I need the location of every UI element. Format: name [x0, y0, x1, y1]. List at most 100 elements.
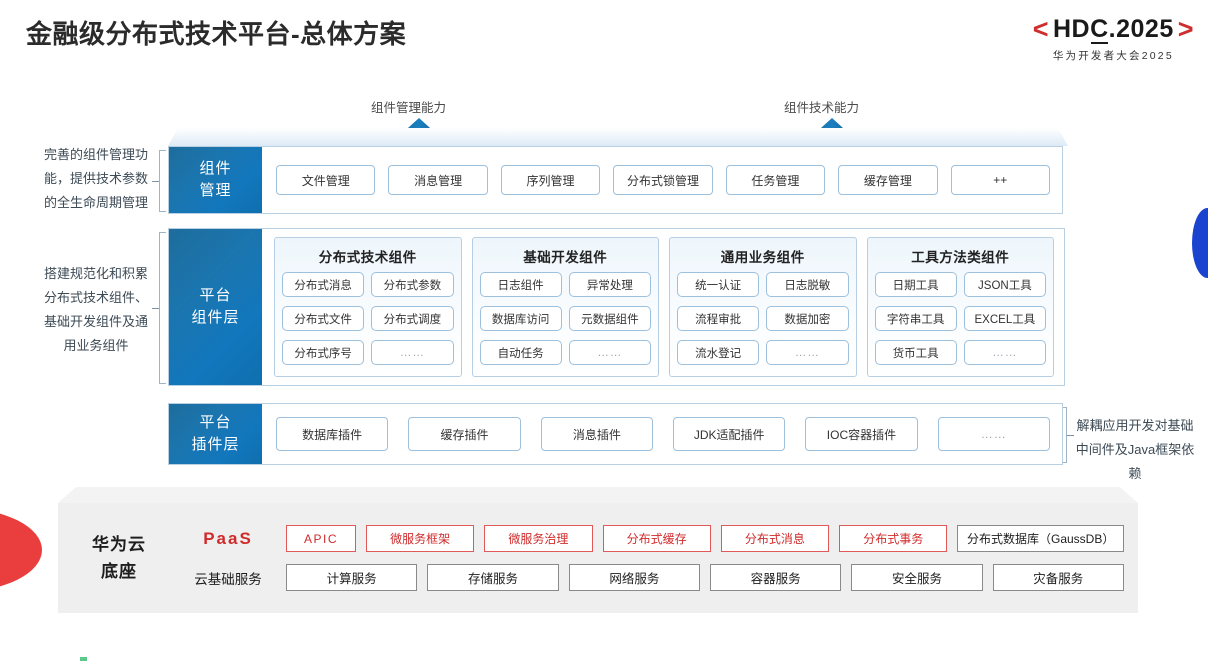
chip-add-more[interactable]: ++ [950, 165, 1050, 195]
hdc-logo-text: HDC.2025 [1052, 15, 1174, 44]
chip-unified-auth[interactable]: 统一认证 [677, 272, 760, 297]
hdc-logo-subtitle: 华为开发者大会2025 [1052, 50, 1174, 62]
chip-container-service[interactable]: 容器服务 [709, 564, 842, 591]
layer-body-component-management: 文件管理 消息管理 序列管理 分布式锁管理 任务管理 缓存管理 ++ [262, 147, 1062, 213]
chip-more-common-business[interactable]: …… [766, 340, 849, 365]
chip-distributed-message[interactable]: 分布式消息 [282, 272, 365, 297]
chip-jdk-adapter-plugin[interactable]: JDK适配插件 [672, 417, 786, 451]
bracket-left-bottom [152, 232, 166, 384]
red-fan-decoration-icon [0, 508, 42, 592]
chip-auto-task[interactable]: 自动任务 [479, 340, 562, 365]
chip-process-approval[interactable]: 流程审批 [677, 306, 760, 331]
chip-microservice-governance[interactable]: 微服务治理 [484, 525, 593, 552]
chip-task-management[interactable]: 任务管理 [725, 165, 826, 195]
chip-date-util[interactable]: 日期工具 [874, 272, 957, 297]
chip-cache-plugin[interactable]: 缓存插件 [408, 417, 521, 451]
chip-data-encryption[interactable]: 数据加密 [766, 306, 849, 331]
chip-distributed-transaction[interactable]: 分布式事务 [839, 525, 948, 552]
group-grid-distributed-tech: 分布式消息 分布式参数 分布式文件 分布式调度 分布式序号 …… [282, 272, 454, 369]
stage-strip [168, 128, 1068, 146]
chip-distributed-message-paas[interactable]: 分布式消息 [720, 525, 830, 552]
chip-distributed-sequence[interactable]: 分布式序号 [282, 340, 365, 365]
layer-tab-component-management: 组件 管理 [169, 147, 262, 213]
chip-sequence-management[interactable]: 序列管理 [500, 165, 601, 195]
layer-component-management: 组件 管理 文件管理 消息管理 序列管理 分布式锁管理 任务管理 缓存管理 ++ [168, 146, 1063, 214]
group-grid-basic-development: 日志组件 异常处理 数据库访问 元数据组件 自动任务 …… [479, 272, 651, 369]
group-grid-common-business: 统一认证 日志脱敏 流程审批 数据加密 流水登记 …… [677, 272, 849, 369]
base-row-cloud: 云基础服务 计算服务 存储服务 网络服务 容器服务 安全服务 灾备服务 [180, 564, 1124, 591]
layer-tab-line1: 组件 [199, 160, 232, 178]
chip-json-util[interactable]: JSON工具 [963, 272, 1046, 297]
layer-tab-line2: 插件层 [191, 436, 240, 453]
group-basic-development: 基础开发组件 日志组件 异常处理 数据库访问 元数据组件 自动任务 …… [471, 237, 659, 377]
base-panel: 华为云 底座 PaaS APIC 微服务框架 微服务治理 分布式缓存 分布式消息… [58, 503, 1138, 613]
chip-excel-util[interactable]: EXCEL工具 [963, 306, 1046, 331]
hdc-logo: < HDC.2025 > 华为开发者大会2025 [1033, 16, 1194, 63]
chip-file-management[interactable]: 文件管理 [276, 165, 376, 195]
chip-exception-handling[interactable]: 异常处理 [568, 272, 651, 297]
chip-network-service[interactable]: 网络服务 [568, 564, 700, 591]
layer-tab-line1: 平台 [199, 287, 232, 305]
base-rows: PaaS APIC 微服务框架 微服务治理 分布式缓存 分布式消息 分布式事务 … [180, 503, 1125, 613]
group-common-business: 通用业务组件 统一认证 日志脱敏 流程审批 数据加密 流水登记 …… [669, 237, 857, 377]
chip-microservice-framework[interactable]: 微服务框架 [366, 525, 475, 552]
chip-more-plugins[interactable]: …… [937, 417, 1050, 451]
chip-ioc-container-plugin[interactable]: IOC容器插件 [805, 417, 918, 451]
chip-log-masking[interactable]: 日志脱敏 [766, 272, 849, 297]
chip-storage-service[interactable]: 存储服务 [427, 564, 559, 591]
chip-security-service[interactable]: 安全服务 [851, 564, 983, 591]
chip-distributed-param[interactable]: 分布式参数 [371, 272, 454, 297]
base-label-paas: PaaS [203, 528, 253, 548]
group-title-basic-development: 基础开发组件 [523, 250, 608, 265]
chip-currency-util[interactable]: 货币工具 [874, 340, 957, 365]
chip-apic[interactable]: APIC [286, 525, 356, 552]
chip-database-access[interactable]: 数据库访问 [479, 306, 562, 331]
arrow-label-left: 组件管理能力 [371, 101, 447, 115]
group-utility-methods: 工具方法类组件 日期工具 JSON工具 字符串工具 EXCEL工具 货币工具 …… [866, 237, 1054, 377]
chip-message-plugin[interactable]: 消息插件 [540, 417, 653, 451]
chip-string-util[interactable]: 字符串工具 [874, 306, 957, 331]
arrow-label-right: 组件技术能力 [784, 101, 860, 115]
layer-platform-plugin: 平台 插件层 数据库插件 缓存插件 消息插件 JDK适配插件 IOC容器插件 …… [168, 403, 1063, 465]
group-title-common-business: 通用业务组件 [720, 250, 805, 265]
base-title: 华为云 底座 [58, 503, 180, 613]
chip-compute-service[interactable]: 计算服务 [286, 564, 418, 591]
blue-lens-decoration-icon [1192, 208, 1208, 278]
hdc-logo-main: < HDC.2025 > [1032, 14, 1194, 44]
group-distributed-tech: 分布式技术组件 分布式消息 分布式参数 分布式文件 分布式调度 分布式序号 …… [274, 237, 462, 377]
chip-distributed-file[interactable]: 分布式文件 [282, 306, 365, 331]
chip-more-utility-methods[interactable]: …… [963, 340, 1046, 365]
chip-disaster-recovery-service[interactable]: 灾备服务 [992, 564, 1124, 591]
chip-log-component[interactable]: 日志组件 [479, 272, 562, 297]
layer-body-platform-component: 分布式技术组件 分布式消息 分布式参数 分布式文件 分布式调度 分布式序号 ……… [262, 229, 1064, 385]
annotation-right: 解耦应用开发对基础中间件及Java框架依赖 [1075, 418, 1195, 482]
base-panel-top-bevel [58, 487, 1138, 503]
base-title-line2: 底座 [101, 562, 137, 581]
chip-distributed-database-gaussdb[interactable]: 分布式数据库（GaussDB） [957, 525, 1125, 552]
layer-tab-platform-component: 平台 组件层 [169, 229, 262, 385]
bracket-right [1060, 407, 1074, 463]
chip-more-distributed-tech[interactable]: …… [371, 340, 454, 365]
chip-distributed-schedule[interactable]: 分布式调度 [371, 306, 454, 331]
chip-metadata-component[interactable]: 元数据组件 [568, 306, 651, 331]
annotation-left-top: 完善的组件管理功能，提供技术参数的全生命周期管理 [43, 147, 148, 211]
base-row-paas: PaaS APIC 微服务框架 微服务治理 分布式缓存 分布式消息 分布式事务 … [180, 525, 1125, 552]
chip-distributed-cache[interactable]: 分布式缓存 [602, 525, 711, 552]
chip-more-basic-development[interactable]: …… [568, 340, 651, 365]
page-title: 金融级分布式技术平台-总体方案 [26, 19, 407, 49]
chip-distributed-lock-management[interactable]: 分布式锁管理 [613, 165, 713, 195]
layer-tab-line2: 管理 [199, 182, 232, 199]
chip-transaction-log[interactable]: 流水登记 [677, 340, 760, 365]
layer-tab-line1: 平台 [199, 414, 232, 432]
group-title-utility-methods: 工具方法类组件 [911, 250, 1010, 265]
hdc-left-bracket-icon: < [1032, 14, 1049, 44]
layer-platform-component: 平台 组件层 分布式技术组件 分布式消息 分布式参数 分布式文件 分布式调度 分… [168, 228, 1065, 386]
base-label-cloud: 云基础服务 [194, 571, 262, 587]
group-grid-utility-methods: 日期工具 JSON工具 字符串工具 EXCEL工具 货币工具 …… [874, 272, 1046, 369]
chip-cache-management[interactable]: 缓存管理 [838, 165, 938, 195]
bracket-left-top [152, 150, 166, 212]
chip-database-plugin[interactable]: 数据库插件 [276, 417, 389, 451]
chip-message-management[interactable]: 消息管理 [388, 165, 488, 195]
layer-body-platform-plugin: 数据库插件 缓存插件 消息插件 JDK适配插件 IOC容器插件 …… [262, 404, 1062, 464]
